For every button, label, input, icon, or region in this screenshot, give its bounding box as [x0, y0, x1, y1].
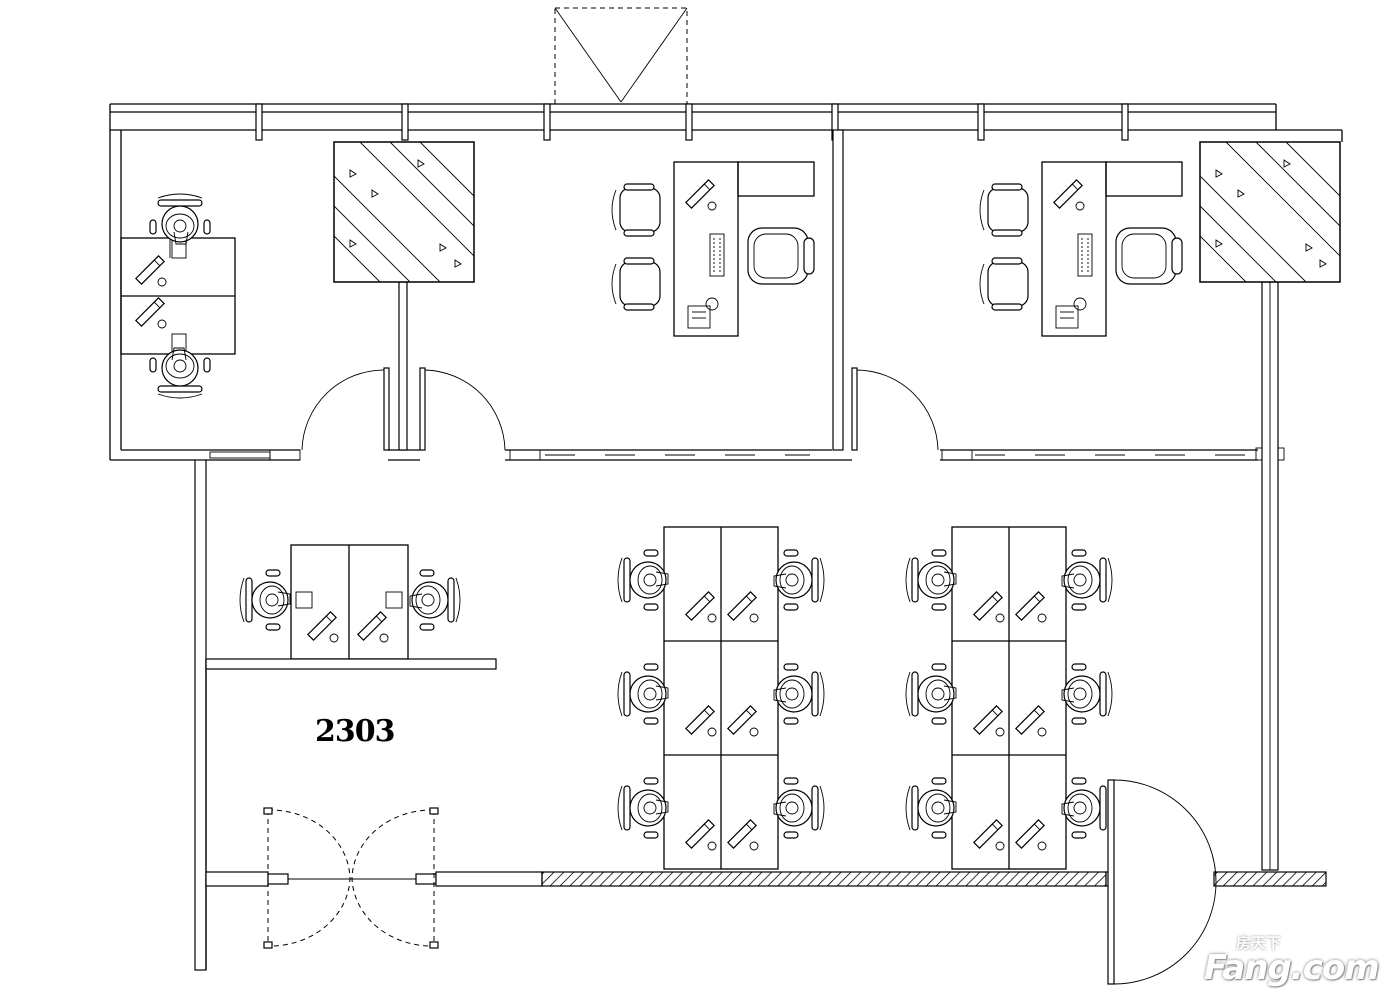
manager-office-1: [611, 161, 815, 337]
manager-office-2: [979, 161, 1183, 337]
fang-watermark: 房天下 Fang.com: [1198, 930, 1398, 1000]
column-right: [1199, 141, 1341, 283]
room-number-label: 2303: [315, 714, 395, 749]
entry-double-door: [263, 807, 439, 949]
bottom-wall: [205, 871, 1327, 887]
left-office-desks: [120, 193, 236, 399]
balcony-box: [554, 7, 688, 105]
workstation-cluster-2: [905, 526, 1113, 870]
watermark-brand-text: Fang.com: [1204, 948, 1380, 988]
door-office-3: [851, 367, 939, 451]
workstation-cluster-1: [617, 526, 825, 870]
side-exit-door: [1107, 779, 1217, 985]
door-office-1: [301, 367, 390, 451]
reception-desk: [205, 544, 497, 670]
door-office-2: [419, 367, 506, 451]
watermark-small-text: 房天下: [1236, 934, 1282, 952]
house-logo-icon: [1204, 935, 1236, 957]
right-window-wall: [1261, 281, 1279, 871]
window-mullions: [255, 103, 1129, 141]
column-left: [333, 141, 475, 283]
